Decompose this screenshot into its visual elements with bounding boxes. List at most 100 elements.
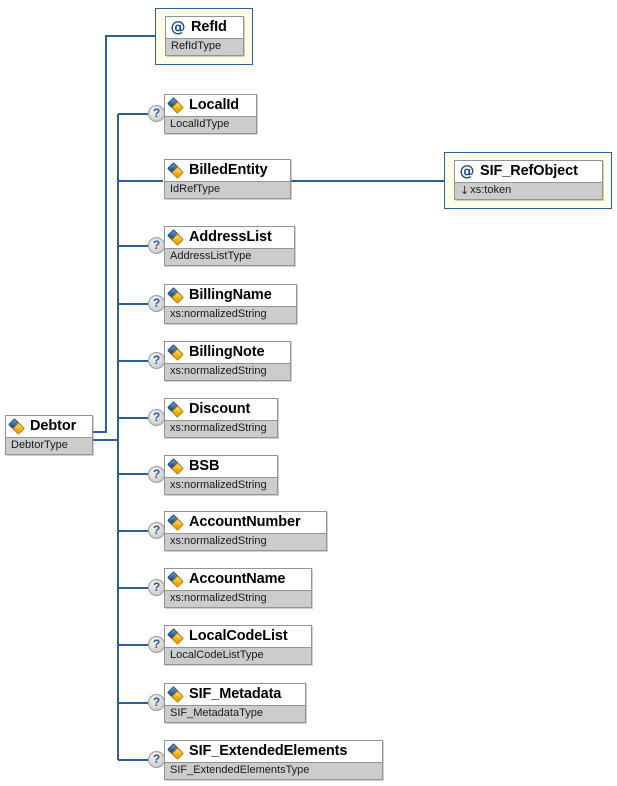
refid-type: RefIdType — [166, 38, 243, 55]
optional-marker-localcodelist: ? — [148, 636, 165, 653]
accountnumber-name: AccountNumber — [189, 514, 301, 530]
accountnumber-box: AccountNumber xs:normalizedString — [164, 511, 327, 551]
down-arrow-icon: ↓ — [460, 184, 470, 197]
element-icon — [167, 513, 184, 531]
node-billedentity[interactable]: BilledEntity IdRefType — [164, 159, 291, 199]
at-sign-icon: @ — [170, 18, 186, 36]
refid-name: RefId — [191, 19, 227, 35]
billingnote-title-row: BillingNote — [165, 342, 290, 363]
localid-type: LocalIdType — [165, 116, 256, 133]
billingnote-name: BillingNote — [189, 344, 265, 360]
sifmetadata-type: SIF_MetadataType — [165, 705, 305, 722]
billedentity-type: IdRefType — [165, 181, 290, 198]
discount-title-row: Discount — [165, 399, 277, 420]
element-icon — [167, 457, 184, 475]
sif-refobject-box: @ SIF_RefObject ↓xs:token — [454, 160, 603, 200]
sifextendedelements-title-row: SIF_ExtendedElements — [165, 741, 382, 762]
node-billingnote[interactable]: BillingNote xs:normalizedString — [164, 341, 291, 381]
addresslist-name: AddressList — [189, 229, 272, 245]
bsb-title-row: BSB — [165, 456, 277, 477]
debtor-box: Debtor DebtorType — [5, 415, 93, 455]
sifmetadata-title-row: SIF_Metadata — [165, 684, 305, 705]
addresslist-type: AddressListType — [165, 248, 294, 265]
optional-marker-addresslist: ? — [148, 237, 165, 254]
sifextendedelements-box: SIF_ExtendedElements SIF_ExtendedElement… — [164, 740, 383, 780]
node-accountnumber[interactable]: AccountNumber xs:normalizedString — [164, 511, 327, 551]
node-billingname[interactable]: BillingName xs:normalizedString — [164, 284, 297, 324]
sif-refobject-type: xs:token — [470, 184, 512, 196]
element-icon — [8, 417, 25, 435]
sifmetadata-name: SIF_Metadata — [189, 686, 282, 702]
billingnote-box: BillingNote xs:normalizedString — [164, 341, 291, 381]
localid-name: LocalId — [189, 97, 240, 113]
optional-marker-billingname: ? — [148, 295, 165, 312]
discount-name: Discount — [189, 401, 251, 417]
billingname-box: BillingName xs:normalizedString — [164, 284, 297, 324]
node-discount[interactable]: Discount xs:normalizedString — [164, 398, 278, 438]
accountname-name: AccountName — [189, 571, 286, 587]
billedentity-name: BilledEntity — [189, 162, 268, 178]
element-icon — [167, 343, 184, 361]
addresslist-title-row: AddressList — [165, 227, 294, 248]
element-icon — [167, 742, 184, 760]
sifmetadata-box: SIF_Metadata SIF_MetadataType — [164, 683, 306, 723]
refid-title-row: @ RefId — [166, 17, 243, 38]
billingname-title-row: BillingName — [165, 285, 296, 306]
node-bsb[interactable]: BSB xs:normalizedString — [164, 455, 278, 495]
accountnumber-title-row: AccountNumber — [165, 512, 326, 533]
billedentity-title-row: BilledEntity — [165, 160, 290, 181]
billingname-type: xs:normalizedString — [165, 306, 296, 323]
accountname-title-row: AccountName — [165, 569, 311, 590]
element-icon — [167, 286, 184, 304]
discount-type: xs:normalizedString — [165, 420, 277, 437]
billingname-name: BillingName — [189, 287, 272, 303]
localcodelist-box: LocalCodeList LocalCodeListType — [164, 625, 312, 665]
element-icon — [167, 400, 184, 418]
billedentity-box: BilledEntity IdRefType — [164, 159, 291, 199]
sif-refobject-name: SIF_RefObject — [480, 163, 578, 179]
node-refid[interactable]: @ RefId RefIdType — [155, 8, 253, 65]
billingnote-type: xs:normalizedString — [165, 363, 290, 380]
discount-box: Discount xs:normalizedString — [164, 398, 278, 438]
element-icon — [167, 627, 184, 645]
node-debtor[interactable]: Debtor DebtorType — [5, 415, 93, 455]
node-localid[interactable]: LocalId LocalIdType — [164, 94, 257, 134]
refid-box: @ RefId RefIdType — [165, 16, 244, 56]
element-icon — [167, 570, 184, 588]
addresslist-box: AddressList AddressListType — [164, 226, 295, 266]
node-addresslist[interactable]: AddressList AddressListType — [164, 226, 295, 266]
bsb-name: BSB — [189, 458, 220, 474]
optional-marker-sifmetadata: ? — [148, 694, 165, 711]
node-sif-refobject[interactable]: @ SIF_RefObject ↓xs:token — [444, 152, 612, 209]
optional-marker-accountname: ? — [148, 579, 165, 596]
bsb-type: xs:normalizedString — [165, 477, 277, 494]
localcodelist-type: LocalCodeListType — [165, 647, 311, 664]
debtor-name: Debtor — [30, 418, 77, 434]
optional-marker-bsb: ? — [148, 466, 165, 483]
sifextendedelements-type: SIF_ExtendedElementsType — [165, 762, 382, 779]
optional-marker-billingnote: ? — [148, 352, 165, 369]
element-icon — [167, 685, 184, 703]
node-sifextendedelements[interactable]: SIF_ExtendedElements SIF_ExtendedElement… — [164, 740, 383, 780]
localid-title-row: LocalId — [165, 95, 256, 116]
optional-marker-sifextendedelements: ? — [148, 751, 165, 768]
element-icon — [167, 96, 184, 114]
element-icon — [167, 161, 184, 179]
node-localcodelist[interactable]: LocalCodeList LocalCodeListType — [164, 625, 312, 665]
node-sifmetadata[interactable]: SIF_Metadata SIF_MetadataType — [164, 683, 306, 723]
at-sign-icon: @ — [459, 162, 475, 180]
optional-marker-localid: ? — [148, 105, 165, 122]
accountname-type: xs:normalizedString — [165, 590, 311, 607]
bsb-box: BSB xs:normalizedString — [164, 455, 278, 495]
accountname-box: AccountName xs:normalizedString — [164, 568, 312, 608]
accountnumber-type: xs:normalizedString — [165, 533, 326, 550]
localcodelist-name: LocalCodeList — [189, 628, 288, 644]
element-icon — [167, 228, 184, 246]
debtor-type: DebtorType — [6, 437, 92, 454]
localid-box: LocalId LocalIdType — [164, 94, 257, 134]
debtor-title-row: Debtor — [6, 416, 92, 437]
node-accountname[interactable]: AccountName xs:normalizedString — [164, 568, 312, 608]
sifextendedelements-name: SIF_ExtendedElements — [189, 743, 348, 759]
